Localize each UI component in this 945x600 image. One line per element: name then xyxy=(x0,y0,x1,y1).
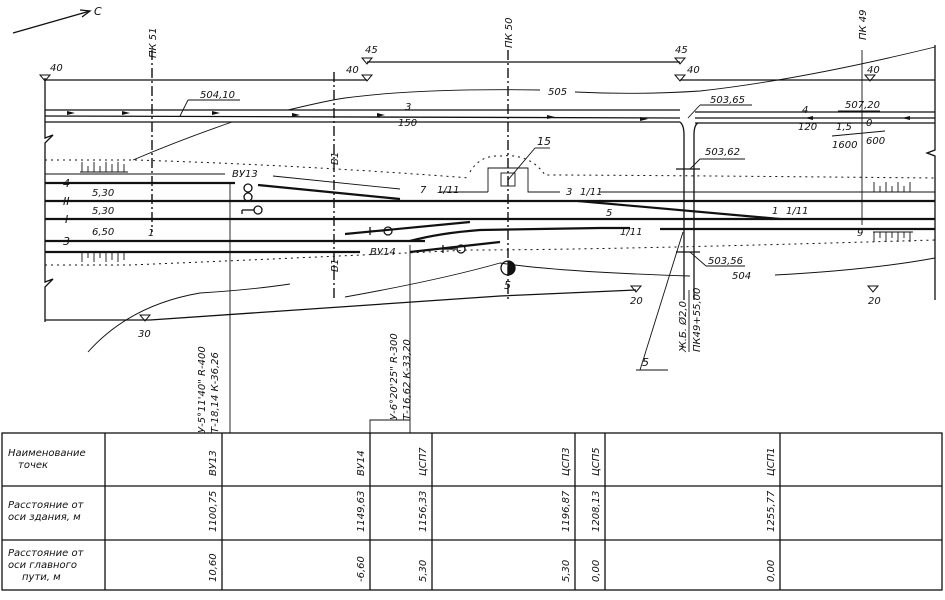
switch-7: 7 xyxy=(420,185,427,196)
ditch-slope-right-top: 4 xyxy=(802,105,808,116)
row-header-main-1: Расстояние от xyxy=(8,548,85,559)
row-header-building-1: Расстояние от xyxy=(8,500,85,511)
curve-1-tangent-length: Т-18,14 К-36,26 xyxy=(210,352,221,433)
section-label-top: B1 xyxy=(330,152,341,165)
section-label-bottom: B1 xyxy=(330,259,341,272)
picket-label-49: ПК 49 xyxy=(858,9,869,40)
flow-arrow-icon xyxy=(67,111,910,121)
north-label: С xyxy=(94,5,102,18)
switch-1: 1 xyxy=(772,206,778,217)
building-outline xyxy=(487,167,560,193)
drainage-ditch xyxy=(44,109,935,300)
track-label-I: I xyxy=(65,213,68,226)
left-boundary xyxy=(44,78,54,322)
ditch-depth-zero: 0 xyxy=(866,118,872,129)
track-label-4: 4 xyxy=(63,177,70,190)
picket-position: 1 xyxy=(148,228,154,239)
ditch-width-2: 600 xyxy=(866,136,885,147)
elevation-40-left: 40 xyxy=(50,63,63,74)
row-header-name-2: точек xyxy=(18,460,48,471)
table-cell-dist-building: 1100,75 xyxy=(208,491,219,532)
switch-9: 9 xyxy=(857,228,863,239)
table-cell-dist-main: -6,60 xyxy=(356,556,367,582)
elevation-40-mid: 40 xyxy=(346,65,359,76)
tracks xyxy=(45,167,935,433)
ditch-mark-503-56: 503,56 xyxy=(708,256,743,267)
track-spacing-2: 5,30 xyxy=(92,206,114,217)
table-cell-dist-main: 10,60 xyxy=(208,553,219,582)
track-label-3: 3 xyxy=(63,235,70,248)
ditch-slope-left-top: 3 xyxy=(405,102,411,113)
table-cell-dist-building: 1149,63 xyxy=(356,491,367,532)
ditch-mark-507-20: 507,20 xyxy=(845,100,880,111)
track-spacing-3: 6,50 xyxy=(92,227,114,238)
table-cell-name: ЦСП5 xyxy=(591,447,602,476)
contour-504 xyxy=(344,257,936,298)
culvert-type: Ж.Б. Ø2,0 xyxy=(677,301,689,353)
switch-3-mark: 1/11 xyxy=(580,187,602,198)
table-cell-dist-building: 1196,87 xyxy=(561,490,572,532)
elevation-20-mid: 20 xyxy=(630,296,643,307)
ditch-slope-left-bottom: 150 xyxy=(398,118,417,129)
track-spacing-1: 5,30 xyxy=(92,188,114,199)
elevation-40-right: 40 xyxy=(687,65,700,76)
culvert-picket: ПК49+55,00 xyxy=(692,288,703,352)
table-cell-dist-main: 0,00 xyxy=(591,560,602,582)
elevation-45-mid: 45 xyxy=(365,45,378,56)
curve-2-angle-radius: У-6°20'25" R-300 xyxy=(389,333,400,420)
switch-5: 5 xyxy=(606,208,612,219)
building-icon xyxy=(500,172,516,187)
culvert-callout: 5 xyxy=(642,356,649,369)
contour-505 xyxy=(344,46,936,99)
north-arrow-icon xyxy=(12,9,92,34)
track-label-II: II xyxy=(63,195,70,208)
table-cell-dist-main: 5,30 xyxy=(561,560,572,582)
points-table xyxy=(1,419,943,591)
switch-1-mark: 1/11 xyxy=(786,206,808,217)
elevation-40-far: 40 xyxy=(867,65,880,76)
elevation-30: 30 xyxy=(138,329,151,340)
row-header-main-3: пути, м xyxy=(22,572,61,583)
ditch-mark-503-65: 503,65 xyxy=(710,95,745,106)
ditch-slope-right-bottom: 120 xyxy=(798,122,817,133)
ditch-depth: 1,5 xyxy=(836,122,852,133)
well-label: 5 xyxy=(504,279,511,292)
switch-7-mark: 1/11 xyxy=(437,185,459,196)
table-cell-dist-building: 1156,33 xyxy=(418,491,429,532)
ditch-mark-504-10: 504,10 xyxy=(200,90,235,101)
right-boundary xyxy=(925,45,936,300)
picket-label-50: ПК 50 xyxy=(504,17,515,48)
curve-2-tangent-length: Т-16,62 К-33,20 xyxy=(402,339,413,420)
table-cell-name: ЦСП7 xyxy=(418,447,429,476)
table-cell-name: ЦСП1 xyxy=(766,447,777,476)
ditch-width-1: 1600 xyxy=(832,140,857,151)
elevation-20-right: 20 xyxy=(868,296,881,307)
row-header-main-2: оси главного xyxy=(8,560,77,571)
row-header-name-1: Наименование xyxy=(8,448,86,459)
switch-vu14: ВУ14 xyxy=(370,247,396,258)
elevation-mark-icon xyxy=(38,57,880,322)
contour-label-505: 505 xyxy=(548,87,567,98)
table-cell-name: ЦСП3 xyxy=(561,447,572,476)
row-header-building-2: оси здания, м xyxy=(8,512,81,523)
switch-3: 3 xyxy=(566,187,572,198)
contour-label-504: 504 xyxy=(732,271,751,282)
ditch-mark-503-62: 503,62 xyxy=(705,147,740,158)
signal-icon xyxy=(241,183,466,254)
table-cell-dist-main: 0,00 xyxy=(766,560,777,582)
elevation-45-right: 45 xyxy=(675,45,688,56)
curve-1-angle-radius: У-5°11'40" R-400 xyxy=(197,346,208,433)
table-cell-name: ВУ14 xyxy=(356,450,367,476)
table-cell-dist-main: 5,30 xyxy=(418,560,429,582)
switch-5-mark: 1/11 xyxy=(620,227,642,238)
building-label: 15 xyxy=(537,135,551,148)
switch-vu13: ВУ13 xyxy=(232,169,258,180)
table-cell-dist-building: 1208,13 xyxy=(591,491,602,532)
table-cell-dist-building: 1255,77 xyxy=(766,490,777,532)
table-cell-name: ВУ13 xyxy=(208,450,219,476)
picket-label-51: ПК 51 xyxy=(148,27,159,58)
